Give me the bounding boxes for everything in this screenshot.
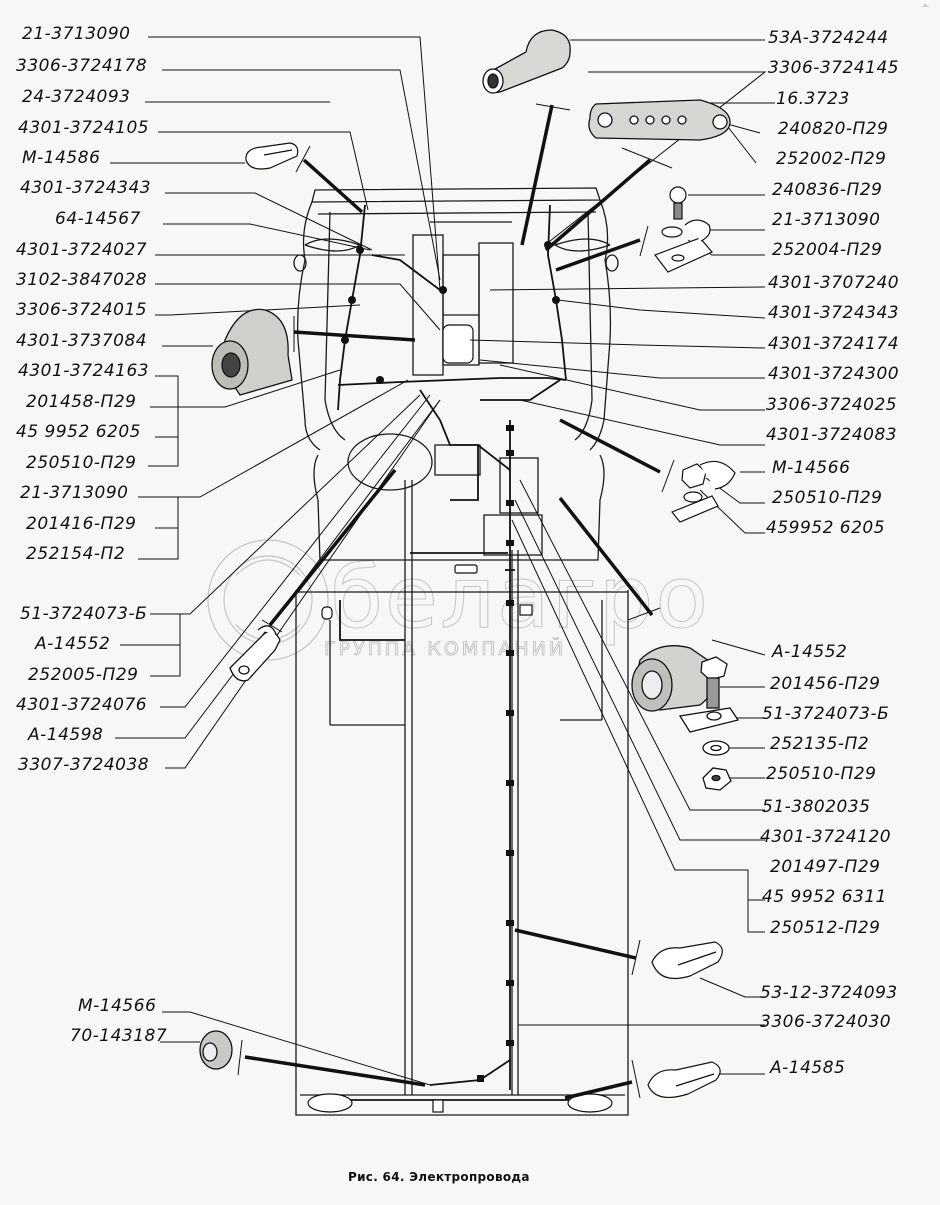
- part-label: 201458-П29: [26, 392, 137, 412]
- part-label: 4301-3724076: [16, 695, 148, 715]
- clip-53-12-detail: [651, 941, 723, 980]
- part-label: 252135-П2: [770, 734, 870, 754]
- leader-lines-bottom-left: [160, 1011, 431, 1086]
- leader-lines-right: [469, 39, 775, 1075]
- part-label: 53А-3724244: [768, 28, 889, 48]
- pointer-tick-marks: [237, 103, 675, 1099]
- part-label: 252154-П2: [26, 544, 126, 564]
- part-label: 252004-П29: [772, 240, 883, 260]
- part-label: 3306-3724025: [766, 395, 898, 415]
- fuse-block-detail: [588, 99, 731, 141]
- part-label: 3307-3724038: [18, 755, 150, 775]
- part-label: 3306-3724015: [16, 300, 148, 320]
- grommet-detail: [199, 1030, 233, 1070]
- part-label: 4301-3724105: [18, 118, 150, 138]
- part-label: 250512-П29: [770, 918, 881, 938]
- part-label: 3102-3847028: [16, 270, 148, 290]
- part-label: 3306-3724178: [16, 56, 148, 76]
- clamp-bolt-assembly-detail: [631, 645, 740, 791]
- part-label: 4301-3707240: [768, 273, 900, 293]
- corner-mark: ·°·: [922, 4, 929, 11]
- part-label: 64-14567: [55, 209, 141, 229]
- part-label: 45 9952 6311: [762, 887, 887, 907]
- part-label: 250510-П29: [766, 764, 877, 784]
- part-label: А-14598: [28, 725, 104, 745]
- part-label: 21-3713090: [20, 483, 129, 503]
- detail-pointer-bars: [244, 104, 661, 1100]
- part-label: 459952 6205: [766, 518, 886, 538]
- watermark-tagline: ГРУППА КОМПАНИЙ: [324, 638, 567, 661]
- figure-caption: Рис. 64. Электропровода: [348, 1170, 530, 1184]
- part-label: М-14566: [78, 996, 157, 1016]
- part-label: 3306-3724145: [768, 58, 900, 78]
- part-label: М-14586: [22, 148, 101, 168]
- part-label: 51-3724073-Б: [20, 604, 148, 624]
- part-label: 4301-3724027: [16, 240, 148, 260]
- part-label: 51-3724073-Б: [762, 704, 890, 724]
- watermark-brand: белагро: [329, 548, 711, 649]
- part-label: 201416-П29: [26, 514, 137, 534]
- part-label: 4301-3724343: [768, 303, 900, 323]
- rubber-boot-detail: [211, 308, 293, 396]
- part-label: 252005-П29: [28, 665, 139, 685]
- part-label: А-14585: [770, 1058, 846, 1078]
- part-label: А-14552: [35, 634, 111, 654]
- part-label: 250510-П29: [26, 453, 137, 473]
- clip-a-14585-detail: [647, 1061, 721, 1099]
- part-label: А-14552: [772, 642, 848, 662]
- part-label: 53-12-3724093: [760, 983, 898, 1003]
- part-label: 240820-П29: [778, 119, 889, 139]
- part-label: 4301-3724120: [760, 827, 892, 847]
- part-label: М-14566: [772, 458, 851, 478]
- part-label: 252002-П29: [776, 149, 887, 169]
- part-label: 4301-3737084: [16, 331, 148, 351]
- part-label: 201456-П29: [770, 674, 881, 694]
- part-label: 4301-3724300: [768, 364, 900, 384]
- part-label: 51-3802035: [762, 797, 871, 817]
- leader-lines-left: [110, 36, 441, 769]
- part-label: 24-3724093: [22, 87, 131, 107]
- part-label: 4301-3724083: [766, 425, 898, 445]
- wire-clip-detail: [245, 142, 299, 170]
- part-label: 201497-П29: [770, 857, 881, 877]
- part-label: 21-3713090: [772, 210, 881, 230]
- part-label: 45 9952 6205: [16, 422, 141, 442]
- boot-cap-detail: [482, 29, 571, 94]
- part-label: 21-3713090: [22, 24, 131, 44]
- screw-clamp-detail: [654, 186, 713, 273]
- part-label: 70-143187: [70, 1026, 168, 1046]
- part-label: 3306-3724030: [760, 1012, 892, 1032]
- part-label: 16.3723: [776, 89, 850, 109]
- part-label: 4301-3724343: [20, 178, 152, 198]
- part-label: 250510-П29: [772, 488, 883, 508]
- nut-clamp-detail: [671, 460, 736, 523]
- pipe-clamp-detail: [229, 625, 281, 682]
- part-label: 240836-П29: [772, 180, 883, 200]
- lamps: [307, 324, 613, 1113]
- part-label: 4301-3724163: [18, 361, 150, 381]
- harness-connectors: [341, 241, 560, 1082]
- part-label: 4301-3724174: [768, 334, 900, 354]
